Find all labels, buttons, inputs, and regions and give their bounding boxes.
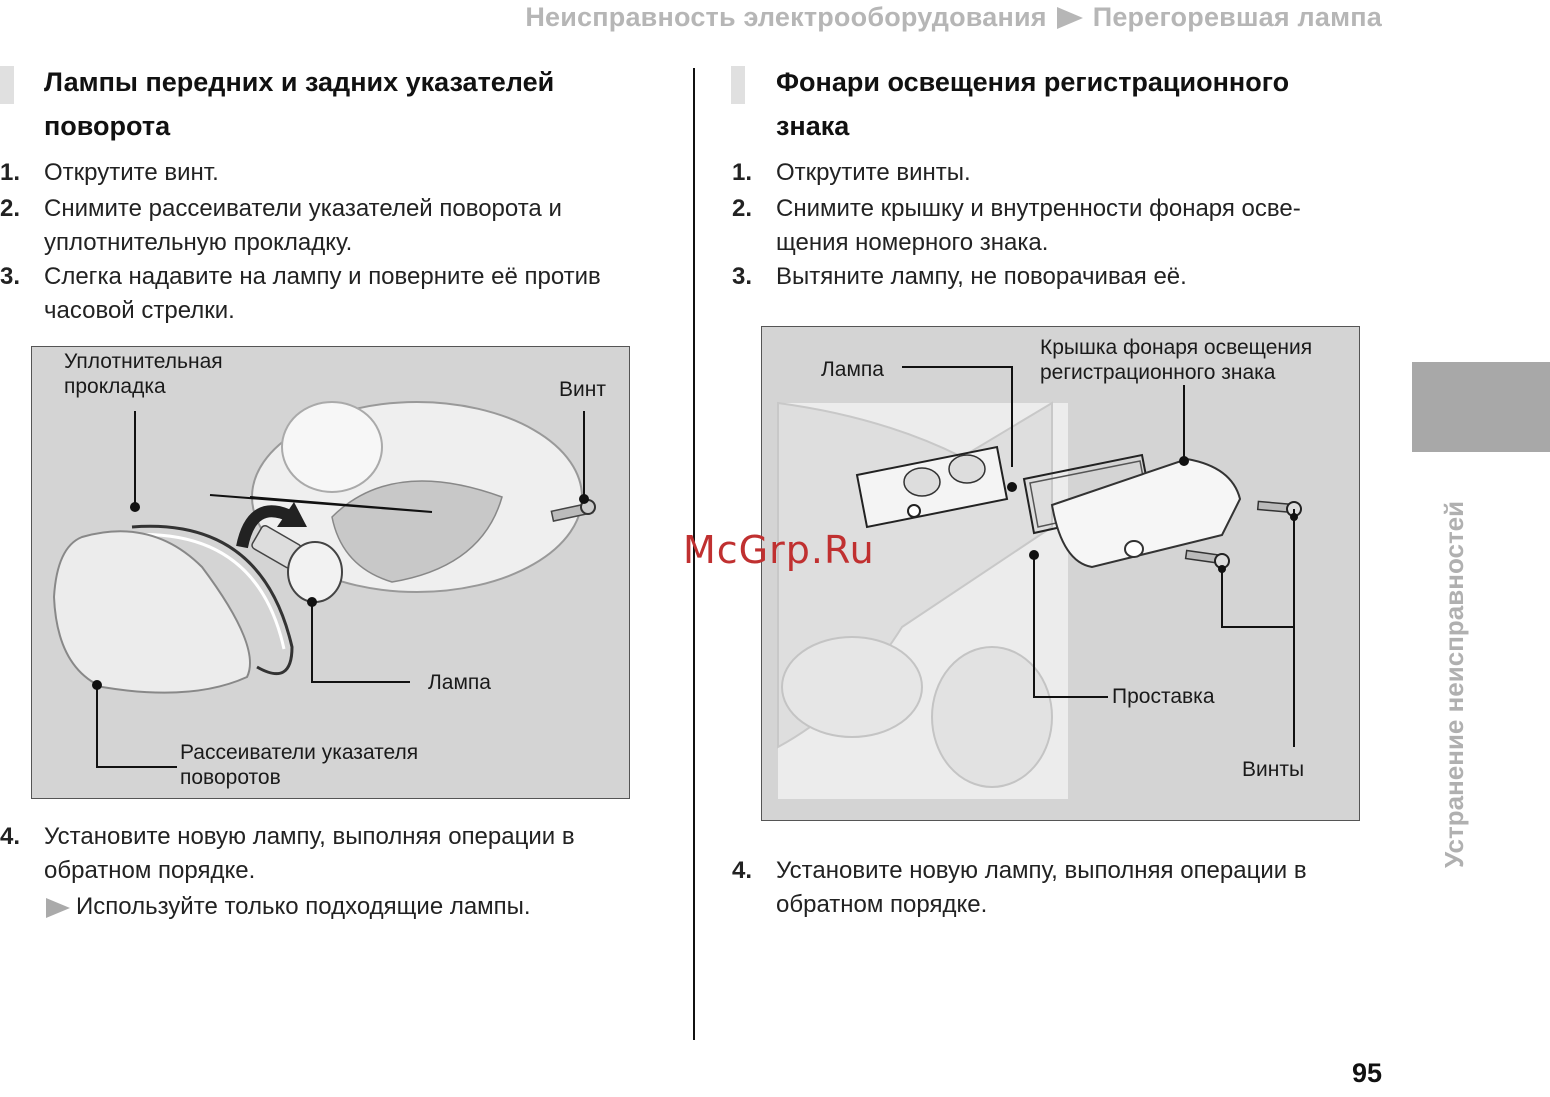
arrow-right-icon (1056, 6, 1083, 29)
frame-part (781, 636, 923, 738)
title-line: знака (776, 111, 850, 141)
screw-hole (1124, 540, 1144, 558)
frame-part (931, 646, 1053, 788)
signal-lens (52, 530, 251, 694)
label-line: Уплотнительная (64, 350, 223, 373)
note-text: Используйте только подходящие лампы. (76, 893, 531, 920)
leader-screws (1221, 567, 1294, 628)
bulb-icon (251, 524, 343, 603)
step-text: Установите новую лампу, выполняя операци… (44, 823, 575, 850)
label-spacer: Проставка (1112, 685, 1215, 708)
header-section: Неисправность электрооборудования (525, 2, 1047, 32)
step-1: 1. Открутите винт. (0, 156, 680, 190)
gasket (131, 524, 294, 676)
leader-lens (96, 685, 177, 768)
step-number: 1. (0, 159, 21, 186)
turn-signal-illustration (52, 401, 596, 768)
step-text: Установите новую лампу, выполняя операци… (776, 857, 1307, 884)
gasket-highlight (127, 533, 286, 650)
step-4-left: 4. Установите новую лампу, выполняя опер… (0, 820, 680, 888)
step-2: 2. Снимите рассеиватели указателей повор… (0, 192, 680, 260)
step-2-right: 2. Снимите крышку и внутренности фонаря … (732, 192, 1412, 260)
label-bulb: Лампа (428, 671, 491, 694)
leader-dot (1007, 482, 1017, 492)
rotate-arrow-icon (236, 505, 295, 549)
leader-bulb (902, 366, 1013, 467)
label-line: Рассеиватели указателя (180, 741, 419, 764)
section-title-turn-signals: Лампы передних и задних указателей повор… (44, 60, 554, 148)
chapter-tab (1412, 362, 1550, 452)
bulb-holder (855, 445, 1009, 529)
note-arrow-icon (46, 897, 70, 918)
step-number: 4. (0, 823, 21, 850)
step-number: 4. (732, 857, 753, 884)
step-text: Вытяните лампу, не поворачивая её. (776, 263, 1187, 290)
watermark: McGrp.Ru (683, 528, 875, 572)
label-line: Крышка фонаря освещения (1040, 336, 1313, 359)
step-number: 1. (732, 159, 753, 186)
leader-dot (1029, 550, 1039, 560)
label-line: прокладка (64, 375, 166, 398)
running-header: Неисправность электрооборудования Перего… (525, 2, 1382, 33)
step-1-right: 1. Открутите винты. (732, 156, 1412, 190)
title-line: поворота (44, 111, 171, 141)
leader-dot (1179, 456, 1189, 466)
label-gasket: Уплотнительная прокладка (64, 349, 223, 399)
leader-dot (307, 597, 317, 607)
leader-spacer (1033, 555, 1108, 698)
title-line: Фонари освещения регистрационного (776, 67, 1290, 97)
label-screws: Винты (1242, 758, 1305, 781)
step-text: обратном порядке. (44, 857, 256, 884)
step-3: 3. Слегка надавите на лампу и поверните … (0, 260, 680, 328)
plate-light-illustration (777, 366, 1302, 799)
step-number: 3. (732, 263, 753, 290)
lamp-cover (1050, 457, 1242, 569)
page-number: 95 (1352, 1058, 1383, 1088)
label-screw: Винт (559, 378, 606, 401)
housing-stem (281, 401, 383, 493)
step-4-right: 4. Установите новую лампу, выполняя опер… (732, 854, 1412, 922)
leader-dot (130, 502, 140, 512)
section-marker (0, 66, 14, 104)
leader-dot (1218, 565, 1226, 573)
label-bulb: Лампа (821, 358, 884, 381)
header-subsection: Перегоревшая лампа (1092, 2, 1382, 32)
leader-dot (579, 494, 589, 504)
step-text: Открутите винт. (44, 159, 219, 186)
turn-signal-figure: Уплотнительная прокладка Винт Лампа Расс… (31, 346, 630, 799)
title-line: Лампы передних и задних указателей (44, 67, 555, 97)
step-text: Снимите крышку и внутренности фонаря осв… (776, 195, 1301, 222)
label-cover: Крышка фонаря освещения регистрационного… (1040, 335, 1312, 385)
step-text: часовой стрелки. (44, 297, 235, 324)
chapter-tab-label: Устранение неисправностей (1439, 500, 1469, 868)
leader-tabs (209, 494, 433, 513)
step-text: Открутите винты. (776, 159, 971, 186)
step-3-right: 3. Вытяните лампу, не поворачивая её. (732, 260, 1412, 294)
label-lens: Рассеиватели указателя поворотов (180, 740, 418, 790)
label-line: поворотов (180, 766, 281, 789)
leader-dot (92, 680, 102, 690)
step-number: 2. (732, 195, 753, 222)
label-line: регистрационного знака (1040, 361, 1276, 384)
step-text: Слегка надавите на лампу и поверните её … (44, 263, 601, 290)
step-text: щения номерного знака. (776, 229, 1049, 256)
arrow-head (277, 502, 307, 527)
note: Используйте только подходящие лампы. (46, 890, 686, 924)
leader-bulb (311, 602, 410, 683)
step-text: уплотнительную прокладку. (44, 229, 353, 256)
section-title-plate-light: Фонари освещения регистрационного знака (776, 60, 1289, 148)
plate-light-figure: Лампа Крышка фонаря освещения регистраци… (761, 326, 1360, 821)
step-number: 2. (0, 195, 21, 222)
section-marker (731, 66, 745, 104)
step-number: 3. (0, 263, 21, 290)
step-text: Снимите рассеиватели указателей поворота… (44, 195, 562, 222)
leader-dot (1290, 513, 1298, 521)
screw-icon (1256, 500, 1302, 517)
column-divider (693, 68, 695, 1040)
step-text: обратном порядке. (776, 891, 988, 918)
